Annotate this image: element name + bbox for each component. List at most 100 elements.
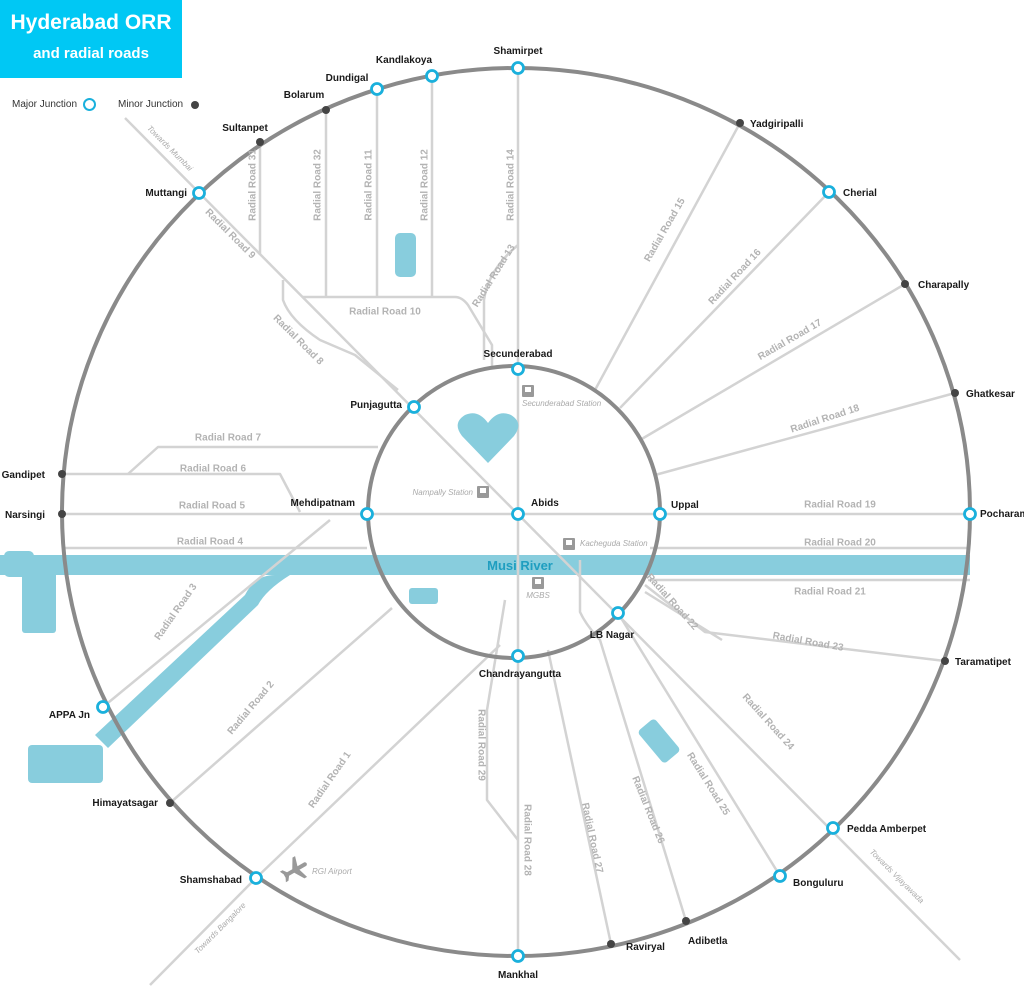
major-junction-muttangi[interactable] — [192, 186, 206, 200]
lake-central — [409, 588, 438, 604]
lake-himayatsagar — [28, 745, 103, 783]
junction-label-bonguluru: Bonguluru — [793, 878, 844, 889]
radial-road-segment[interactable] — [616, 612, 782, 877]
major-junction-bonguluru[interactable] — [773, 869, 787, 883]
road-label-r1: Radial Road 1 — [307, 749, 354, 810]
junction-label-cherial: Cherial — [843, 188, 877, 199]
station-label: Kacheguda Station — [580, 539, 648, 548]
river-label: Musi River — [487, 558, 553, 573]
major-junction-kandlakoya[interactable] — [425, 69, 439, 83]
road-label-r24: Radial Road 24 — [740, 692, 796, 753]
road-label-r5: Radial Road 5 — [179, 501, 246, 512]
minor-junction-charapally[interactable] — [901, 280, 909, 288]
junction-label-lb_nagar: LB Nagar — [590, 630, 635, 641]
radial-road-segment[interactable] — [482, 244, 519, 360]
major-junction-secunderabad[interactable] — [511, 362, 525, 376]
junction-label-sultanpet: Sultanpet — [222, 123, 268, 134]
major-junction-shamshabad[interactable] — [249, 871, 263, 885]
minor-junction-yadgiripalli[interactable] — [736, 119, 744, 127]
junction-label-abids: Abids — [531, 498, 559, 509]
minor-junction-taramatipet[interactable] — [941, 657, 949, 665]
legend: Major Junction Minor Junction — [12, 98, 200, 111]
river-branch — [95, 575, 300, 748]
junction-label-bolarum: Bolarum — [284, 90, 325, 101]
direction-label: Towards Bangalore — [193, 900, 248, 955]
train-icon — [563, 538, 575, 550]
lake-west-2 — [22, 560, 56, 633]
radial-road-segment[interactable] — [124, 117, 961, 961]
station-label: RGI Airport — [312, 867, 352, 876]
major-junction-shamirpet[interactable] — [511, 61, 525, 75]
minor-junction-himayatsagar[interactable] — [166, 799, 174, 807]
major-junction-appa[interactable] — [96, 700, 110, 714]
minor-junction-ghatkesar[interactable] — [951, 389, 959, 397]
musi-river — [0, 555, 970, 575]
minor-junction-bolarum[interactable] — [322, 106, 330, 114]
water-bodies — [0, 233, 970, 783]
radial-road-segment[interactable] — [281, 280, 399, 391]
junction-label-appa: APPA Jn — [49, 710, 90, 721]
major-junction-punjagutta[interactable] — [407, 400, 421, 414]
road-label-r20: Radial Road 20 — [804, 538, 876, 549]
junction-label-ghatkesar: Ghatkesar — [966, 389, 1015, 400]
junction-label-secunderabad: Secunderabad — [484, 349, 553, 360]
major-junction-pedda_amberpet[interactable] — [826, 821, 840, 835]
road-label-r28: Radial Road 28 — [521, 804, 532, 876]
road-label-r27: Radial Road 27 — [579, 802, 605, 875]
junction-label-shamirpet: Shamirpet — [494, 46, 544, 57]
major-junction-cherial[interactable] — [822, 185, 836, 199]
major-junction-abids[interactable] — [511, 507, 525, 521]
major-junction-mehdipatnam[interactable] — [360, 507, 374, 521]
road-label-r10: Radial Road 10 — [349, 307, 421, 318]
lake-southeast — [638, 719, 680, 763]
junction-label-kandlakoya: Kandlakoya — [376, 55, 433, 66]
junction-label-yadgiripalli: Yadgiripalli — [750, 119, 804, 130]
major-junction-chandrayangutta[interactable] — [511, 649, 525, 663]
road-label-r2: Radial Road 2 — [226, 679, 277, 737]
heart-icon — [457, 413, 519, 463]
radial-road-segment[interactable] — [62, 472, 302, 513]
junction-label-gandipet: Gandipet — [2, 470, 46, 481]
road-label-r31: Radial Road 31 — [248, 149, 259, 221]
radial-road-segment[interactable] — [578, 560, 688, 922]
major-junction-dundigal[interactable] — [370, 82, 384, 96]
minor-junction-gandipet[interactable] — [58, 470, 66, 478]
radial-road-segment[interactable] — [302, 295, 494, 368]
road-label-r11: Radial Road 11 — [364, 149, 375, 221]
radial-road-segment[interactable] — [644, 584, 946, 663]
radial-road-segment[interactable] — [593, 122, 742, 391]
station-label: Secunderabad Station — [522, 399, 602, 408]
map-subtitle: and radial roads — [33, 45, 149, 62]
radial-road-segment[interactable] — [654, 391, 956, 477]
minor-junction-sultanpet[interactable] — [256, 138, 264, 146]
radial-road-segment[interactable] — [169, 607, 393, 804]
major-junction-mankhal[interactable] — [511, 949, 525, 963]
major-junction-pocharam[interactable] — [963, 507, 977, 521]
major-junction-uppal[interactable] — [653, 507, 667, 521]
road-label-r26: Radial Road 26 — [629, 775, 666, 846]
radial-road-segment[interactable] — [102, 519, 331, 708]
title-box: Hyderabad ORR and radial roads — [0, 0, 182, 78]
minor-junction-raviryal[interactable] — [607, 940, 615, 948]
radial-road-segment[interactable] — [639, 282, 906, 442]
train-icon — [522, 385, 534, 397]
junction-label-pedda_amberpet: Pedda Amberpet — [847, 824, 927, 835]
road-label-r4: Radial Road 4 — [177, 537, 244, 548]
road-label-r32: Radial Road 32 — [313, 149, 324, 221]
radial-road-segment[interactable] — [149, 644, 501, 986]
major-junction-lb_nagar[interactable] — [611, 606, 625, 620]
radial-road-segment[interactable] — [485, 599, 519, 841]
radial-road-segment[interactable] — [619, 191, 830, 409]
station-label: Nampally Station — [413, 488, 474, 497]
road-label-r14: Radial Road 14 — [506, 149, 517, 221]
junction-label-muttangi: Muttangi — [145, 188, 187, 199]
junction-label-mankhal: Mankhal — [498, 970, 538, 981]
radial-road-segment[interactable] — [644, 590, 723, 642]
radial-road-segment[interactable] — [546, 649, 613, 945]
radial-road-segment[interactable] — [127, 445, 378, 475]
minor-junction-narsingi[interactable] — [58, 510, 66, 518]
road-label-r17: Radial Road 17 — [756, 317, 824, 363]
road-label-r7: Radial Road 7 — [195, 433, 262, 444]
junction-label-raviryal: Raviryal — [626, 942, 665, 953]
minor-junction-adibetla[interactable] — [682, 917, 690, 925]
